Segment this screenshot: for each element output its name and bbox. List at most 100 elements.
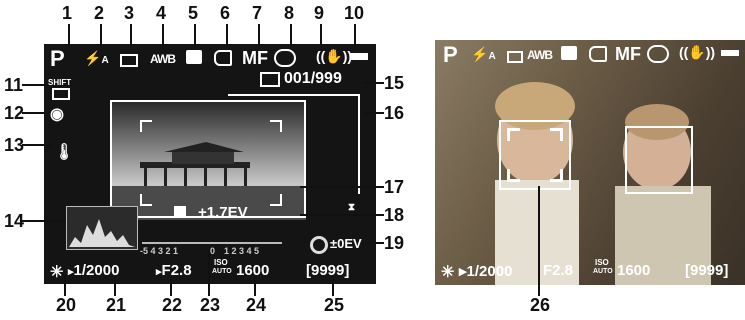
callout-22: 22 <box>162 295 183 315</box>
af-area-frame <box>110 100 306 218</box>
face-detection-frame-primary <box>499 120 571 190</box>
leader-line <box>114 276 116 296</box>
leader-line <box>258 24 260 46</box>
callout-20: 20 <box>56 295 77 315</box>
shutter-speed: ▸1/2000 <box>68 262 119 279</box>
callout-15: 15 <box>384 73 405 93</box>
callout-13: 13 <box>4 135 25 155</box>
iso-label-bottom: AUTO <box>212 268 232 275</box>
histogram <box>66 206 138 250</box>
callout-12: 12 <box>4 103 25 123</box>
callout-16: 16 <box>384 103 405 123</box>
shift-icon <box>52 88 70 100</box>
battery-icon <box>350 53 368 60</box>
white-balance: AWB <box>150 52 176 66</box>
callout-17: 17 <box>384 177 405 197</box>
af-point-icon <box>274 49 296 67</box>
callout-8: 8 <box>284 3 295 23</box>
flash-suffix: A <box>101 55 109 66</box>
exposure-scale-positive: 1 2 3 4 5 <box>224 246 260 256</box>
leader-line <box>368 242 384 244</box>
iso-value: 1600 <box>617 262 651 279</box>
portrait-image <box>495 82 711 285</box>
callout-9: 9 <box>314 3 325 23</box>
leader-line <box>538 186 540 296</box>
shutter-speed: ▸1/2000 <box>459 263 513 280</box>
leader-line <box>194 24 196 46</box>
custom-image-icon <box>561 46 577 60</box>
ae-lock-icon: ✳ <box>441 264 455 281</box>
electronic-level-vertical <box>358 94 360 194</box>
electronic-level-horizontal <box>228 94 358 96</box>
iso-label-top: ISO <box>214 258 228 267</box>
aperture-value: F2.8 <box>161 262 192 279</box>
af-point-icon <box>647 45 669 63</box>
callout-24: 24 <box>246 295 267 315</box>
callout-14: 14 <box>4 211 25 231</box>
callout-2: 2 <box>94 3 105 23</box>
leader-line <box>208 250 210 296</box>
ev-bracket-value: ±0EV <box>330 236 362 251</box>
callout-7: 7 <box>252 3 263 23</box>
af-corner <box>140 120 152 132</box>
custom-image-icon <box>186 50 202 64</box>
ev-dial-icon <box>310 236 328 254</box>
leader-line <box>364 82 384 84</box>
aperture: ▸F2.8 <box>156 262 192 279</box>
callout-25: 25 <box>324 295 345 315</box>
exposure-mode: P <box>443 42 458 67</box>
metering-icon <box>214 50 232 66</box>
callout-5: 5 <box>188 3 199 23</box>
callout-4: 4 <box>156 3 167 23</box>
focus-mode: MF <box>615 44 641 64</box>
drive-mode-icon <box>507 51 523 63</box>
white-balance: AWB <box>527 48 553 62</box>
face-frame-corner <box>507 128 520 141</box>
leader-line <box>22 220 66 222</box>
callout-10: 10 <box>344 3 365 23</box>
leader-line <box>254 276 256 296</box>
drive-mode-icon <box>120 54 138 67</box>
shutter-speed-value: 1/2000 <box>73 262 120 279</box>
af-corner <box>140 194 152 206</box>
leader-line <box>100 24 102 46</box>
leader-line <box>320 24 322 46</box>
shots-remaining: [9999] <box>685 262 729 279</box>
leader-line <box>22 84 48 86</box>
level-indicator-icon: ⧗ <box>348 202 356 213</box>
flash-auto-icon: ⚡A <box>471 46 496 62</box>
af-corner <box>270 194 282 206</box>
face-frame-corner <box>550 128 563 141</box>
leader-line <box>226 24 228 46</box>
exposure-scale-negative: -5 4 3 2 1 <box>140 246 179 256</box>
ae-lock-icon: ✳ <box>50 264 64 281</box>
aperture-prefix: ▸ <box>156 266 162 278</box>
leader-line <box>290 24 292 46</box>
flash-auto-icon: ⚡A <box>84 50 109 66</box>
face-frame-corner <box>550 169 563 182</box>
af-corner <box>270 120 282 132</box>
leader-line <box>64 276 66 296</box>
exposure-compensation-icon <box>174 206 186 218</box>
callout-18: 18 <box>384 205 405 225</box>
leader-line <box>22 112 48 114</box>
face-detection-screen: P ⚡A AWB MF ((✋)) ✳ ▸1/2000 F2.8 ISO AUT… <box>435 40 745 285</box>
flash-suffix: A <box>488 51 496 62</box>
callout-11: 11 <box>4 75 24 95</box>
exposure-scale-bar <box>142 234 282 244</box>
temperature-warning-icon: 🌡 <box>54 144 75 161</box>
face-detection-frame-secondary <box>625 126 693 194</box>
leader-line <box>22 144 52 146</box>
shots-remaining: [9999] <box>306 262 350 279</box>
leader-line <box>364 112 384 114</box>
callout-6: 6 <box>220 3 231 23</box>
leader-line <box>68 24 70 46</box>
battery-icon <box>721 50 739 56</box>
iso-label-top: ISO <box>595 258 609 267</box>
shake-reduction-icon: ((✋)) <box>679 44 716 60</box>
leader-line <box>300 214 384 216</box>
shutter-speed-value: 1/2000 <box>466 263 513 280</box>
callout-21: 21 <box>106 295 127 315</box>
live-view-screen: P ⚡A AWB MF ((✋)) SHIFT ◉ 🌡 ⧗ 001/999 +1… <box>44 44 376 284</box>
callout-23: 23 <box>200 295 221 315</box>
